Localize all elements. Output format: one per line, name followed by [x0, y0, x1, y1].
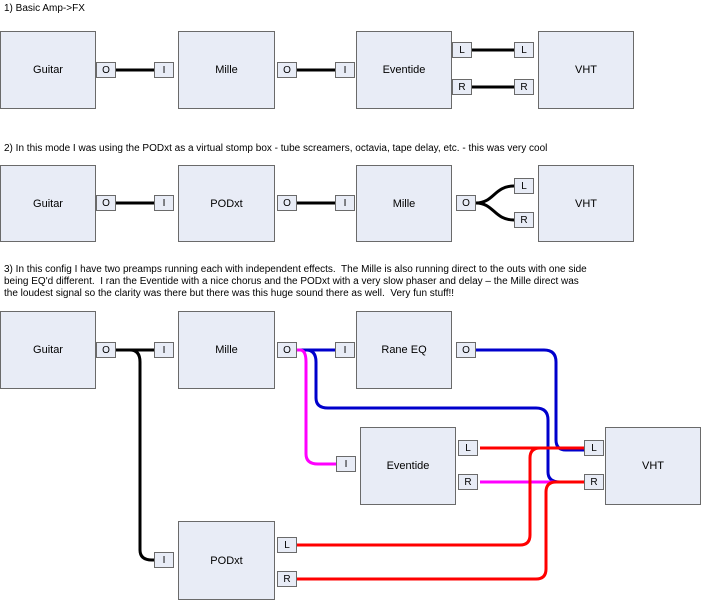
eventide-box-1: Eventide — [356, 31, 452, 109]
podxt-label-2: PODxt — [210, 197, 243, 210]
wire-mille-vht-right-2 — [475, 201, 515, 222]
eventide-input-port-3: I — [336, 456, 356, 472]
eventide-right-port-1: R — [452, 79, 472, 95]
rane-eq-box-3: Rane EQ — [356, 311, 452, 389]
vht-right-port-2: R — [514, 212, 534, 228]
vht-label-1: VHT — [575, 64, 597, 76]
caption-section-3: 3) In this config I have two preamps run… — [4, 264, 587, 299]
mille-label-2: Mille — [392, 197, 416, 210]
podxt-left-port-3: L — [277, 537, 297, 553]
mille-box-1: Mille — [178, 31, 275, 109]
mille-output-port-1: O — [277, 62, 297, 78]
podxt-label-3: PODxt — [210, 554, 243, 567]
eventide-right-port-3: R — [458, 474, 478, 490]
guitar-box-3: Guitar — [0, 311, 96, 389]
podxt-box-3: PODxt — [178, 521, 275, 600]
caption-section-2: 2) In this mode I was using the PODxt as… — [4, 143, 548, 154]
guitar-output-port-3: O — [96, 342, 116, 358]
mille-input-port-2: I — [335, 195, 355, 211]
guitar-output-port-2: O — [96, 195, 116, 211]
mille-input-port-1: I — [154, 62, 174, 78]
mille-input-port-3: I — [154, 342, 174, 358]
eventide-input-port-1: I — [335, 62, 355, 78]
mille-box-2: Mille — [356, 165, 452, 242]
vht-label-3: VHT — [642, 460, 664, 472]
wire-rane-vht-left-3 — [476, 348, 584, 452]
guitar-box-1: Guitar — [0, 31, 96, 109]
guitar-label-2: Guitar — [33, 197, 63, 210]
caption-section-1: 1) Basic Amp->FX — [4, 3, 85, 14]
wire-mille-vht-left-2 — [475, 184, 515, 205]
vht-left-port-1: L — [514, 42, 534, 58]
vht-box-1: VHT — [538, 31, 634, 109]
guitar-label-3: Guitar — [33, 344, 63, 356]
mille-output-port-3: O — [277, 342, 297, 358]
mille-output-port-2: O — [456, 195, 476, 211]
wire-mille-eventide-3 — [297, 348, 336, 466]
wire-mille-vht-right-3 — [297, 348, 584, 484]
vht-right-port-1: R — [514, 79, 534, 95]
vht-box-2: VHT — [538, 165, 634, 242]
podxt-input-port-3: I — [154, 552, 174, 568]
vht-label-2: VHT — [575, 197, 597, 210]
rane-input-port-3: I — [335, 342, 355, 358]
eventide-label-1: Eventide — [382, 64, 426, 76]
guitar-box-2: Guitar — [0, 165, 96, 242]
vht-left-port-3: L — [584, 440, 604, 456]
eventide-label-3: Eventide — [386, 460, 430, 472]
podxt-box-2: PODxt — [178, 165, 275, 242]
podxt-input-port-2: I — [154, 195, 174, 211]
vht-box-3: VHT — [605, 427, 701, 505]
guitar-output-port-1: O — [96, 62, 116, 78]
eventide-left-port-1: L — [452, 42, 472, 58]
rane-eq-label-3: Rane EQ — [381, 344, 427, 356]
vht-right-port-3: R — [584, 474, 604, 490]
mille-label-1: Mille — [215, 64, 238, 76]
mille-box-3: Mille — [178, 311, 275, 389]
vht-left-port-2: L — [514, 178, 534, 194]
eventide-left-port-3: L — [458, 440, 478, 456]
podxt-output-port-2: O — [277, 195, 297, 211]
podxt-right-port-3: R — [277, 571, 297, 587]
mille-label-3: Mille — [215, 344, 238, 356]
eventide-box-3: Eventide — [360, 427, 456, 505]
wire-podxt-vht-right-3 — [297, 480, 584, 581]
guitar-label-1: Guitar — [33, 64, 63, 76]
rane-output-port-3: O — [456, 342, 476, 358]
wire-podxt-vht-left-3 — [297, 446, 584, 547]
wire-guitar-podxt-3 — [129, 348, 154, 562]
